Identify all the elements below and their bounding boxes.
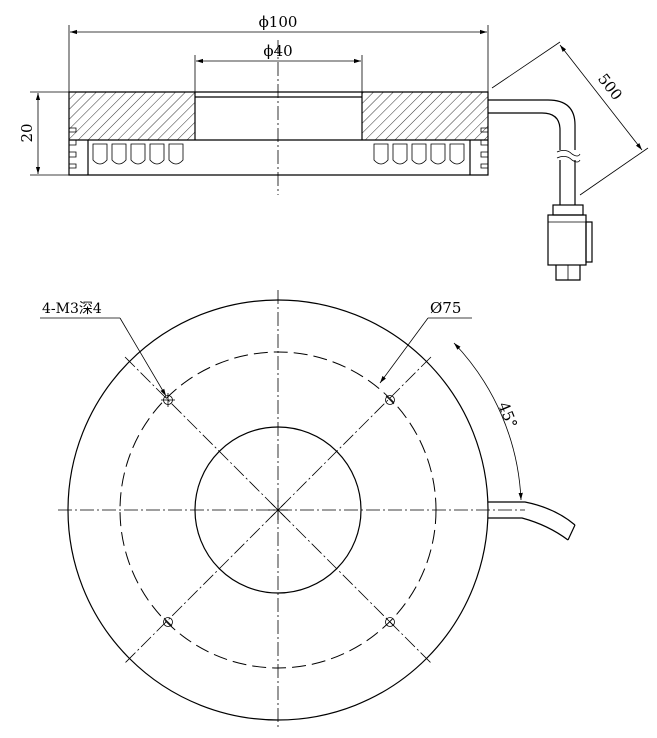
height-label: 20 (18, 123, 36, 142)
cable-length-label: 500 (594, 70, 626, 104)
bolt-circle-label: Ø75 (430, 299, 461, 317)
inner-diameter-label: ϕ40 (263, 42, 292, 60)
cable (488, 99, 581, 205)
top-cable-lower (488, 517, 569, 541)
dim500-ext-top (491, 41, 561, 89)
mounting-hole-bottom-left (163, 617, 173, 627)
left-hatched-section (69, 92, 195, 140)
hole-note-label: 4-M3深4 (42, 301, 102, 317)
bolt-circle-leader (379, 317, 429, 384)
dim500-line (559, 44, 643, 151)
angle-label: 45° (494, 399, 521, 430)
top-cable-upper (488, 501, 576, 526)
center-mark (268, 500, 288, 520)
outer-diameter-label: ϕ100 (259, 13, 298, 31)
left-fins (69, 127, 77, 169)
right-hatched-section (362, 92, 488, 140)
left-led-row (92, 143, 184, 165)
right-fins (480, 127, 488, 169)
mounting-hole-top-right (385, 395, 395, 405)
top-cable-end (567, 524, 576, 541)
side-section-view: ϕ100 ϕ40 20 (18, 13, 649, 281)
dim500-ext-bottom (579, 147, 649, 196)
hole-note-leader (119, 317, 167, 397)
top-view: 4-M3深4 Ø75 45° (40, 290, 576, 730)
connector (547, 204, 593, 281)
mounting-hole-bottom-right (385, 617, 395, 627)
angle-arc (453, 342, 523, 501)
body-outline (68, 91, 489, 176)
mounting-hole-top-left (161, 393, 175, 407)
right-led-row (373, 143, 465, 165)
